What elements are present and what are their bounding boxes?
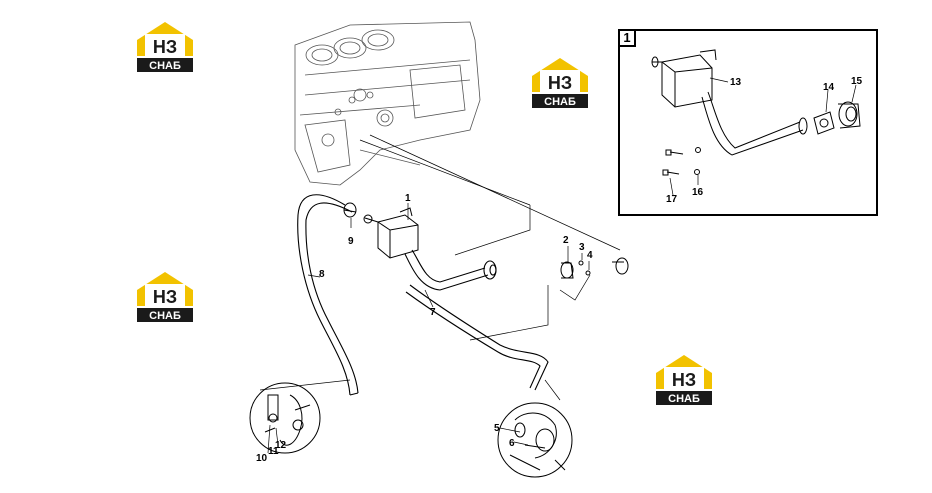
house-logo-icon: НЗ СНАБ [137, 22, 193, 72]
callout-16: 16 [692, 187, 704, 198]
inset-label: 1 [618, 29, 636, 47]
detail-circle-left [249, 382, 321, 454]
callout-11: 11 [268, 446, 279, 457]
house-logo-icon: НЗ СНАБ [656, 355, 712, 405]
callout-10: 10 [256, 453, 268, 464]
callout-9: 9 [348, 236, 354, 247]
inset-detail-frame: 1 [618, 29, 878, 216]
svg-text:НЗ: НЗ [672, 370, 696, 390]
callout-6: 6 [509, 438, 515, 449]
house-logo-icon: НЗ СНАБ [532, 58, 588, 108]
svg-text:НЗ: НЗ [548, 73, 572, 93]
watermark-logo: НЗ СНАБ [133, 268, 197, 326]
detail-circle-right [497, 402, 573, 478]
callout-7: 7 [430, 307, 436, 318]
svg-text:НЗ: НЗ [153, 287, 177, 307]
svg-text:СНАБ: СНАБ [668, 393, 700, 405]
fittings-2-3-4 [560, 257, 629, 279]
inset-drawing [651, 49, 861, 176]
callout-1: 1 [405, 193, 411, 204]
callout-8: 8 [319, 269, 325, 280]
pipe-7 [405, 284, 549, 391]
watermark-logo: НЗ СНАБ [652, 351, 716, 409]
callout-4: 4 [587, 250, 593, 261]
svg-text:НЗ: НЗ [153, 37, 177, 57]
callout-5: 5 [494, 423, 500, 434]
callout-15: 15 [851, 76, 863, 87]
coolant-pipe [404, 249, 497, 291]
cooler-unit-1 [363, 207, 419, 259]
svg-text:СНАБ: СНАБ [149, 60, 181, 72]
callout-14: 14 [823, 82, 835, 93]
callout-3: 3 [579, 242, 585, 253]
clamp-9 [343, 202, 357, 218]
watermark-logo: НЗ СНАБ [528, 54, 592, 112]
engine-block-outline [294, 21, 481, 186]
callout-17: 17 [666, 194, 678, 205]
svg-text:СНАБ: СНАБ [149, 310, 181, 322]
callout-12: 12 [275, 440, 287, 451]
callout-2: 2 [563, 235, 569, 246]
house-logo-icon: НЗ СНАБ [137, 272, 193, 322]
watermark-logo: НЗ СНАБ [133, 18, 197, 76]
leader-lines [259, 134, 621, 401]
callout-13: 13 [730, 77, 742, 88]
hose-8 [297, 194, 359, 396]
callout-leaders [267, 77, 857, 454]
svg-text:СНАБ: СНАБ [544, 96, 576, 108]
